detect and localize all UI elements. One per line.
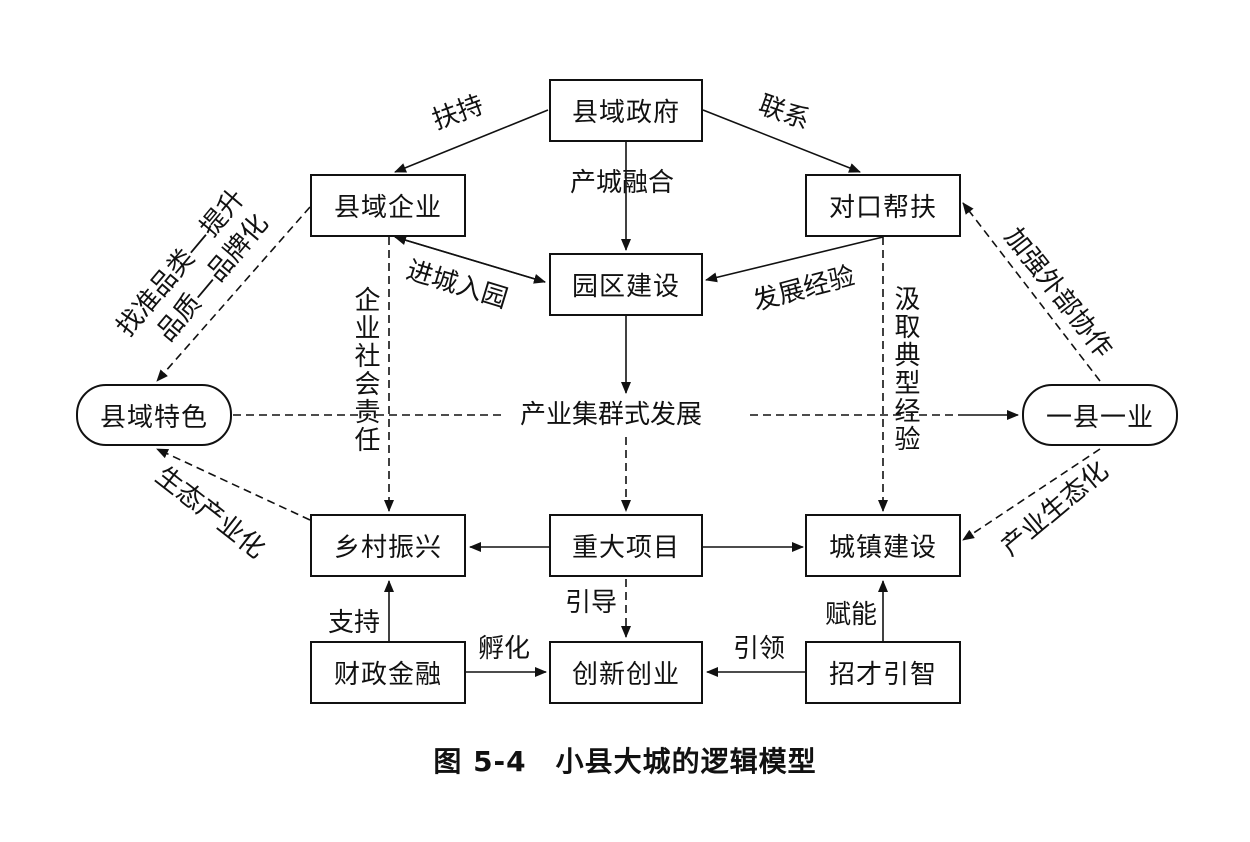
gov-to-enterprise-arrow	[394, 109, 549, 173]
label-csr: 企业社会责任	[350, 286, 380, 454]
node-rural: 乡村振兴	[310, 514, 466, 577]
figure-caption: 图 5-4 小县大城的逻辑模型	[433, 745, 817, 778]
label-learn: 汲取典型经验	[890, 285, 920, 453]
node-gov: 县域政府	[549, 79, 703, 142]
node-oneindustry: 一县一业	[1022, 384, 1178, 446]
node-town: 城镇建设	[805, 514, 961, 577]
label-cluster: 产业集群式发展	[520, 400, 703, 430]
label-back: 支持	[328, 608, 381, 638]
label-empower: 赋能	[825, 600, 878, 630]
park-enterprise-arrow-b	[394, 236, 546, 284]
gov-to-pairing-arrow	[702, 109, 861, 173]
node-park: 园区建设	[549, 253, 703, 316]
label-incubate: 孵化	[478, 634, 531, 664]
rural-to-feature-dashed	[156, 448, 311, 521]
label-integration: 产城融合	[570, 168, 675, 198]
node-talent: 招才引智	[805, 641, 961, 704]
node-enterprise: 县域企业	[310, 174, 466, 237]
node-pairing: 对口帮扶	[805, 174, 961, 237]
pairing-to-park-arrow	[705, 236, 884, 283]
oneindustry-to-pairing-dashed	[962, 202, 1101, 382]
node-innovation: 创新创业	[549, 641, 703, 704]
node-project: 重大项目	[549, 514, 703, 577]
node-finance: 财政金融	[310, 641, 466, 704]
oneindustry-to-town-dashed	[962, 448, 1101, 541]
label-guide: 引导	[565, 588, 618, 618]
label-lead: 引领	[733, 634, 786, 664]
node-feature: 县域特色	[76, 384, 232, 446]
